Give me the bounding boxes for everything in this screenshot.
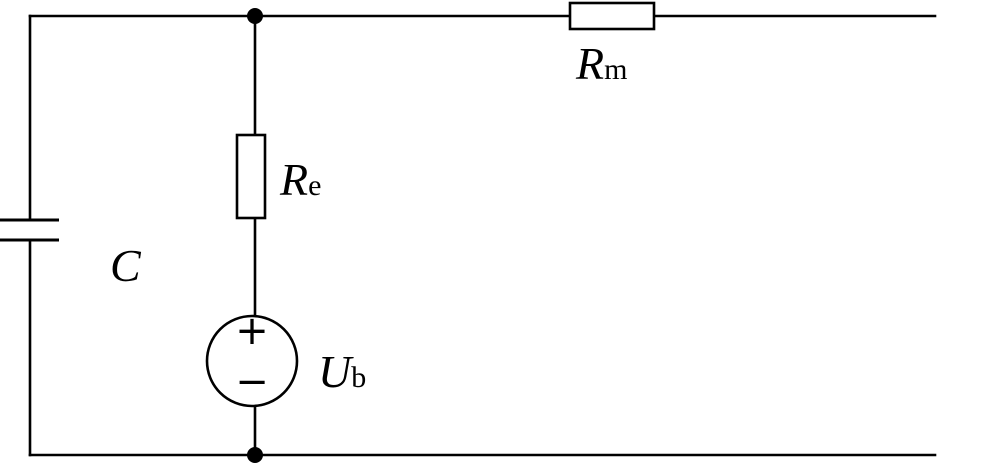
capacitor-label-symbol: C xyxy=(110,240,142,291)
capacitor-label: C xyxy=(110,240,142,291)
voltage-source-circle xyxy=(205,314,299,408)
resistor-e-label: Re xyxy=(279,154,321,205)
junction-node-top xyxy=(247,8,263,24)
resistor-e-symbol xyxy=(235,133,267,220)
resistor-m-label-symbol: R xyxy=(575,38,604,89)
voltage-source-label-symbol: U xyxy=(318,346,354,397)
voltage-source-minus-sign: − xyxy=(235,359,269,405)
wires xyxy=(28,14,937,457)
resistor-m-label-subscript: m xyxy=(604,53,627,86)
voltage-source-label-subscript: b xyxy=(351,361,366,394)
resistor-m-label: Rm xyxy=(575,38,627,89)
voltage-source-symbol: + − xyxy=(205,308,299,408)
voltage-source-plus-sign: + xyxy=(235,308,269,354)
resistor-m-symbol xyxy=(568,1,656,31)
junction-node-bottom xyxy=(247,447,263,463)
voltage-source-label: Ub xyxy=(318,346,366,397)
resistor-e-label-subscript: e xyxy=(308,169,321,202)
resistor-e-label-symbol: R xyxy=(279,154,308,205)
capacitor-symbol xyxy=(0,218,59,242)
